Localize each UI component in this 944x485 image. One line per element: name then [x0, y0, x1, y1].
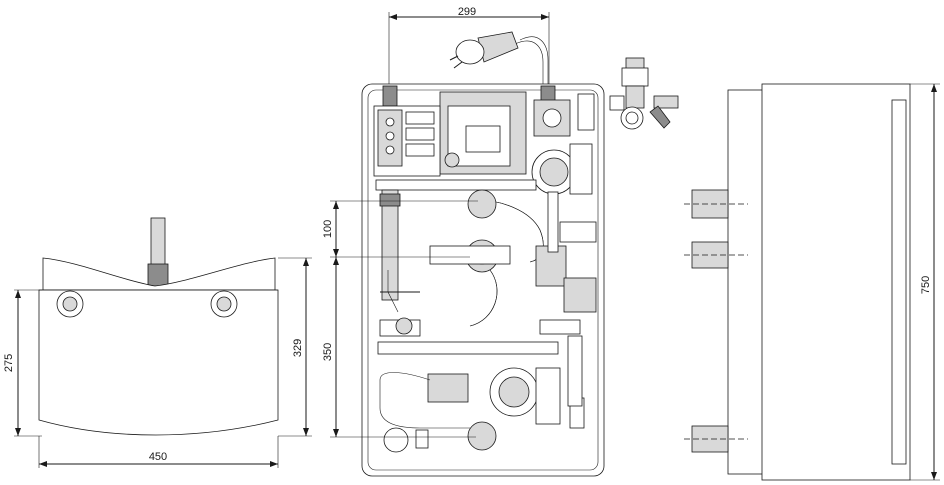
side-view	[684, 83, 911, 481]
dim-100: 100	[322, 200, 478, 258]
dim-299-label: 299	[458, 6, 476, 18]
dim-350: 350	[322, 257, 476, 438]
dim-750: 750	[910, 83, 940, 481]
dim-350-label: 350	[322, 343, 334, 361]
drain-port	[467, 421, 497, 451]
dim-100-label: 100	[322, 220, 334, 238]
dim-329: 329	[278, 257, 312, 437]
side-view-body	[727, 89, 767, 475]
front-view	[361, 83, 605, 477]
top-view	[38, 217, 279, 436]
dim-450: 450	[38, 436, 279, 468]
top-view-pipe	[150, 217, 166, 267]
safety-valve-assembly	[609, 57, 679, 130]
dim-275-label: 275	[3, 354, 15, 372]
dim-329-label: 329	[292, 339, 304, 357]
top-view-cover	[42, 257, 276, 291]
power-plug	[449, 31, 549, 95]
dim-299: 299	[388, 6, 550, 92]
top-view-body	[38, 289, 279, 436]
dim-450-label: 450	[149, 451, 167, 463]
dim-275: 275	[3, 289, 42, 437]
dim-750-label: 750	[920, 276, 932, 294]
